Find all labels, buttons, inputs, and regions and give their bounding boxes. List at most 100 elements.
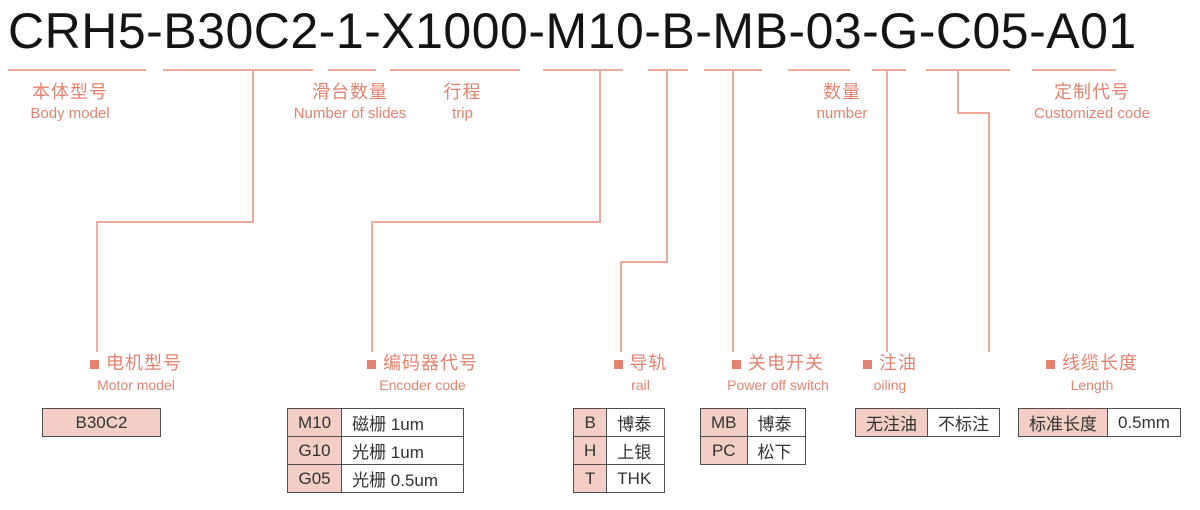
table-row: M10 磁栅 1um: [286, 408, 465, 437]
model-code-title: CRH5-B30C2-1-X1000-M10-B-MB-03-G-C05-A01: [8, 3, 1137, 59]
desc-cell: 不标注: [927, 408, 1000, 437]
table-row: MB 博泰: [700, 408, 806, 437]
desc-cell: 上银: [606, 436, 666, 465]
table-row: H 上银: [572, 436, 666, 465]
table-row: T THK: [572, 464, 666, 493]
slides-label-zh: 滑台数量: [312, 82, 388, 102]
desc-cell: 磁栅 1um: [341, 408, 465, 437]
square-bullet-icon: [732, 360, 741, 369]
section-label-rail: 导轨 rail: [578, 351, 703, 395]
connector-line-oiling: [886, 70, 888, 352]
code-cell: T: [572, 464, 608, 493]
code-cell: M10: [286, 408, 343, 437]
trip-label-en: trip: [452, 105, 473, 122]
code-cell: G10: [286, 436, 343, 465]
code-cell: H: [572, 436, 608, 465]
code-cell: MB: [700, 408, 748, 437]
body-model-label-zh: 本体型号: [32, 82, 108, 102]
code-cell: PC: [700, 436, 748, 465]
table-row: 无注油 不标注: [855, 408, 1000, 437]
code-underline-length: [926, 69, 1010, 71]
connector-line-motor: [96, 221, 254, 223]
code-underline-oiling: [872, 69, 906, 71]
connector-line-motor: [96, 221, 98, 352]
power-off-switch-label-en: Power off switch: [727, 377, 829, 393]
square-bullet-icon: [367, 360, 376, 369]
table-row: PC 松下: [700, 436, 806, 465]
code-underline-rail: [648, 69, 688, 71]
top-label-number: 数量 number: [778, 80, 906, 124]
power-off-switch-label-zh: 关电开关: [748, 353, 824, 373]
cable-length-label-en: Length: [1070, 377, 1114, 393]
top-label-slides: 滑台数量 Number of slides: [265, 80, 435, 124]
table-row: G10 光栅 1um: [286, 436, 465, 465]
encoder-label-zh: 编码器代号: [383, 353, 478, 373]
square-bullet-icon: [90, 360, 99, 369]
oiling-table: 无注油 不标注: [855, 408, 1000, 437]
square-bullet-icon: [1046, 360, 1055, 369]
oiling-label-en: oiling: [873, 377, 907, 393]
desc-cell: 光栅 0.5um: [341, 464, 465, 493]
body-model-label-en: Body model: [30, 105, 110, 122]
customized-code-label-zh: 定制代号: [1054, 82, 1130, 102]
code-cell: B: [572, 408, 608, 437]
number-label-zh: 数量: [823, 82, 861, 102]
desc-cell: 光栅 1um: [341, 436, 465, 465]
square-bullet-icon: [613, 360, 623, 369]
connector-line-rail: [620, 261, 622, 352]
cable-length-table: 标准长度 0.5mm: [1018, 408, 1181, 437]
number-label-en: number: [816, 105, 868, 122]
trip-label-zh: 行程: [443, 82, 482, 102]
oiling-label-zh: 注油: [879, 353, 917, 373]
connector-line-encoder: [371, 221, 601, 223]
power-off-switch-table: MB 博泰 PC 松下: [700, 408, 806, 465]
top-label-trip: 行程 trip: [400, 80, 525, 124]
section-label-power-off-switch: 关电开关 Power off switch: [698, 351, 858, 395]
code-underline-motor: [163, 69, 313, 71]
code-underline-trip: [390, 69, 520, 71]
customized-code-label-en: Customized code: [1034, 105, 1150, 122]
code-cell: 无注油: [855, 408, 928, 437]
slides-label-en: Number of slides: [293, 105, 407, 122]
code-underline-body: [8, 69, 146, 71]
motor-label-zh: 电机型号: [106, 353, 182, 373]
top-label-body-model: 本体型号 Body model: [0, 80, 140, 124]
code-underline-custom: [1032, 69, 1116, 71]
rail-table: B 博泰 H 上银 T THK: [572, 408, 666, 493]
rail-label-en: rail: [631, 377, 650, 393]
section-label-cable-length: 线缆长度 Length: [1012, 351, 1172, 395]
table-row: B 博泰: [572, 408, 666, 437]
encoder-label-en: Encoder code: [379, 377, 466, 393]
desc-cell: 0.5mm: [1107, 408, 1181, 437]
square-bullet-icon: [863, 360, 872, 369]
code-underline-slides: [328, 69, 376, 71]
code-cell: B30C2: [42, 408, 161, 437]
code-underline-encoder: [543, 69, 623, 71]
top-label-customized-code: 定制代号 Customized code: [1012, 80, 1172, 124]
table-row: B30C2: [42, 408, 161, 437]
connector-line-length: [957, 70, 959, 114]
connector-line-switch: [732, 70, 734, 352]
code-cell: G05: [286, 464, 343, 493]
code-underline-number: [788, 69, 850, 71]
desc-cell: 博泰: [606, 408, 666, 437]
section-label-motor: 电机型号 Motor model: [56, 351, 216, 395]
motor-model-table: B30C2: [42, 408, 161, 437]
connector-line-rail: [620, 261, 668, 263]
connector-line-motor: [252, 70, 254, 223]
connector-line-length: [988, 112, 990, 352]
desc-cell: 博泰: [746, 408, 806, 437]
rail-label-zh: 导轨: [629, 353, 668, 373]
desc-cell: THK: [606, 464, 666, 493]
encoder-code-table: M10 磁栅 1um G10 光栅 1um G05 光栅 0.5um: [286, 408, 465, 493]
table-row: G05 光栅 0.5um: [286, 464, 465, 493]
connector-line-length: [957, 112, 990, 114]
connector-line-rail: [666, 70, 668, 263]
section-label-oiling: 注油 oiling: [830, 351, 950, 395]
connector-line-encoder: [599, 70, 601, 223]
connector-line-encoder: [371, 221, 373, 352]
desc-cell: 松下: [746, 436, 806, 465]
cable-length-label-zh: 线缆长度: [1062, 353, 1138, 373]
motor-label-en: Motor model: [97, 377, 175, 393]
